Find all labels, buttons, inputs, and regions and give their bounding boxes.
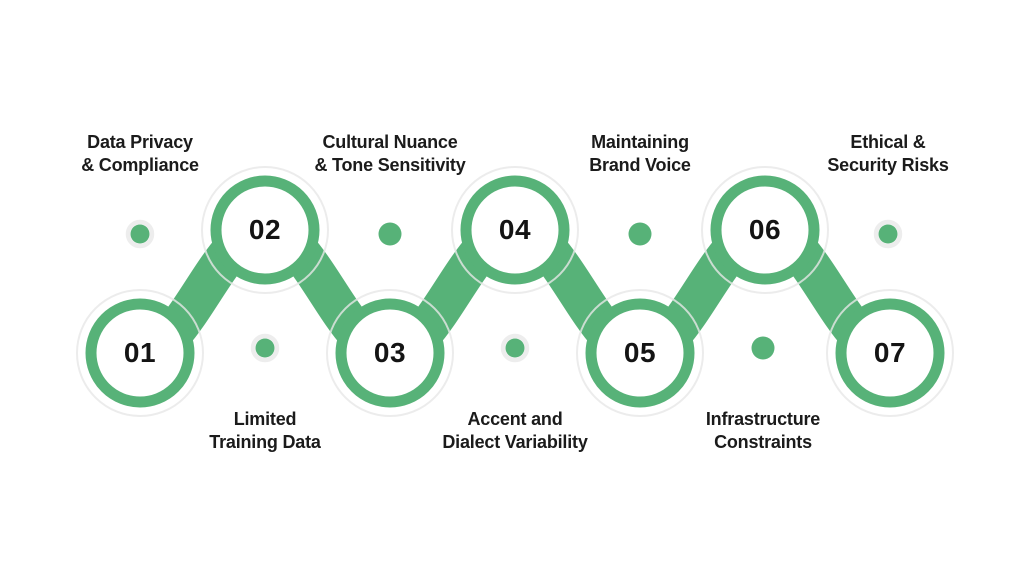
step-4-dot-halo (500, 333, 530, 363)
step-2-label: Limited Training Data (209, 408, 321, 454)
step-7-dot (878, 224, 898, 244)
step-5-circle (585, 298, 695, 408)
step-2-label-line1: Limited (233, 409, 297, 429)
step-6-number: 06 (748, 214, 782, 245)
step-4-outline (451, 166, 579, 294)
step-5-label-line2: Brand Voice (589, 155, 691, 175)
step-5-outline (576, 289, 704, 417)
step-7-outline (826, 289, 954, 417)
step-4-number: 04 (498, 214, 532, 245)
step-7-label-line1: Ethical & (850, 132, 926, 152)
step-2-dot-halo (250, 333, 280, 363)
step-4-label-line2: Dialect Variability (442, 432, 588, 452)
node-outline-circles (76, 166, 954, 417)
step-1-circle (85, 298, 195, 408)
step-7-dot-halo (873, 219, 903, 249)
step-1-label-line1: Data Privacy (87, 132, 193, 152)
step-2-label-line2: Training Data (209, 432, 321, 452)
step-6-label-line2: Constraints (714, 432, 812, 452)
step-1-label-line2: & Compliance (81, 155, 199, 175)
step-6-label-line1: Infrastructure (705, 409, 821, 429)
step-5-dot (628, 222, 652, 246)
step-7-number: 07 (873, 337, 907, 368)
step-5-label: Maintaining Brand Voice (589, 131, 691, 177)
step-2-circle (210, 175, 320, 285)
step-3-label-line1: Cultural Nuance (322, 132, 458, 152)
step-7-circle (835, 298, 945, 408)
step-2-number: 02 (248, 214, 282, 245)
step-3-circle (335, 298, 445, 408)
step-3-outline (326, 289, 454, 417)
step-6-dot (751, 336, 775, 360)
step-5-label-line1: Maintaining (591, 132, 689, 152)
node-circles (85, 175, 945, 408)
step-2-outline (201, 166, 329, 294)
step-4-dot (505, 338, 525, 358)
step-4-circle (460, 175, 570, 285)
step-3-dot (378, 222, 402, 246)
step-7-label: Ethical & Security Risks (827, 131, 948, 177)
step-1-outline (76, 289, 204, 417)
step-4-label: Accent and Dialect Variability (442, 408, 587, 454)
step-6-label: Infrastructure Constraints (706, 408, 820, 454)
step-6-circle (710, 175, 820, 285)
step-7-label-line2: Security Risks (827, 155, 949, 175)
step-1-dot (130, 224, 150, 244)
step-1-label: Data Privacy & Compliance (81, 131, 199, 177)
step-2-dot (255, 338, 275, 358)
step-5-number: 05 (623, 337, 657, 368)
step-1-dot-halo (125, 219, 155, 249)
step-1-number: 01 (123, 337, 157, 368)
step-3-label-line2: & Tone Sensitivity (314, 155, 466, 175)
step-3-label: Cultural Nuance & Tone Sensitivity (314, 131, 465, 177)
step-3-number: 03 (373, 337, 407, 368)
step-4-label-line1: Accent and (467, 409, 563, 429)
step-dots (125, 219, 903, 363)
step-6-outline (701, 166, 829, 294)
